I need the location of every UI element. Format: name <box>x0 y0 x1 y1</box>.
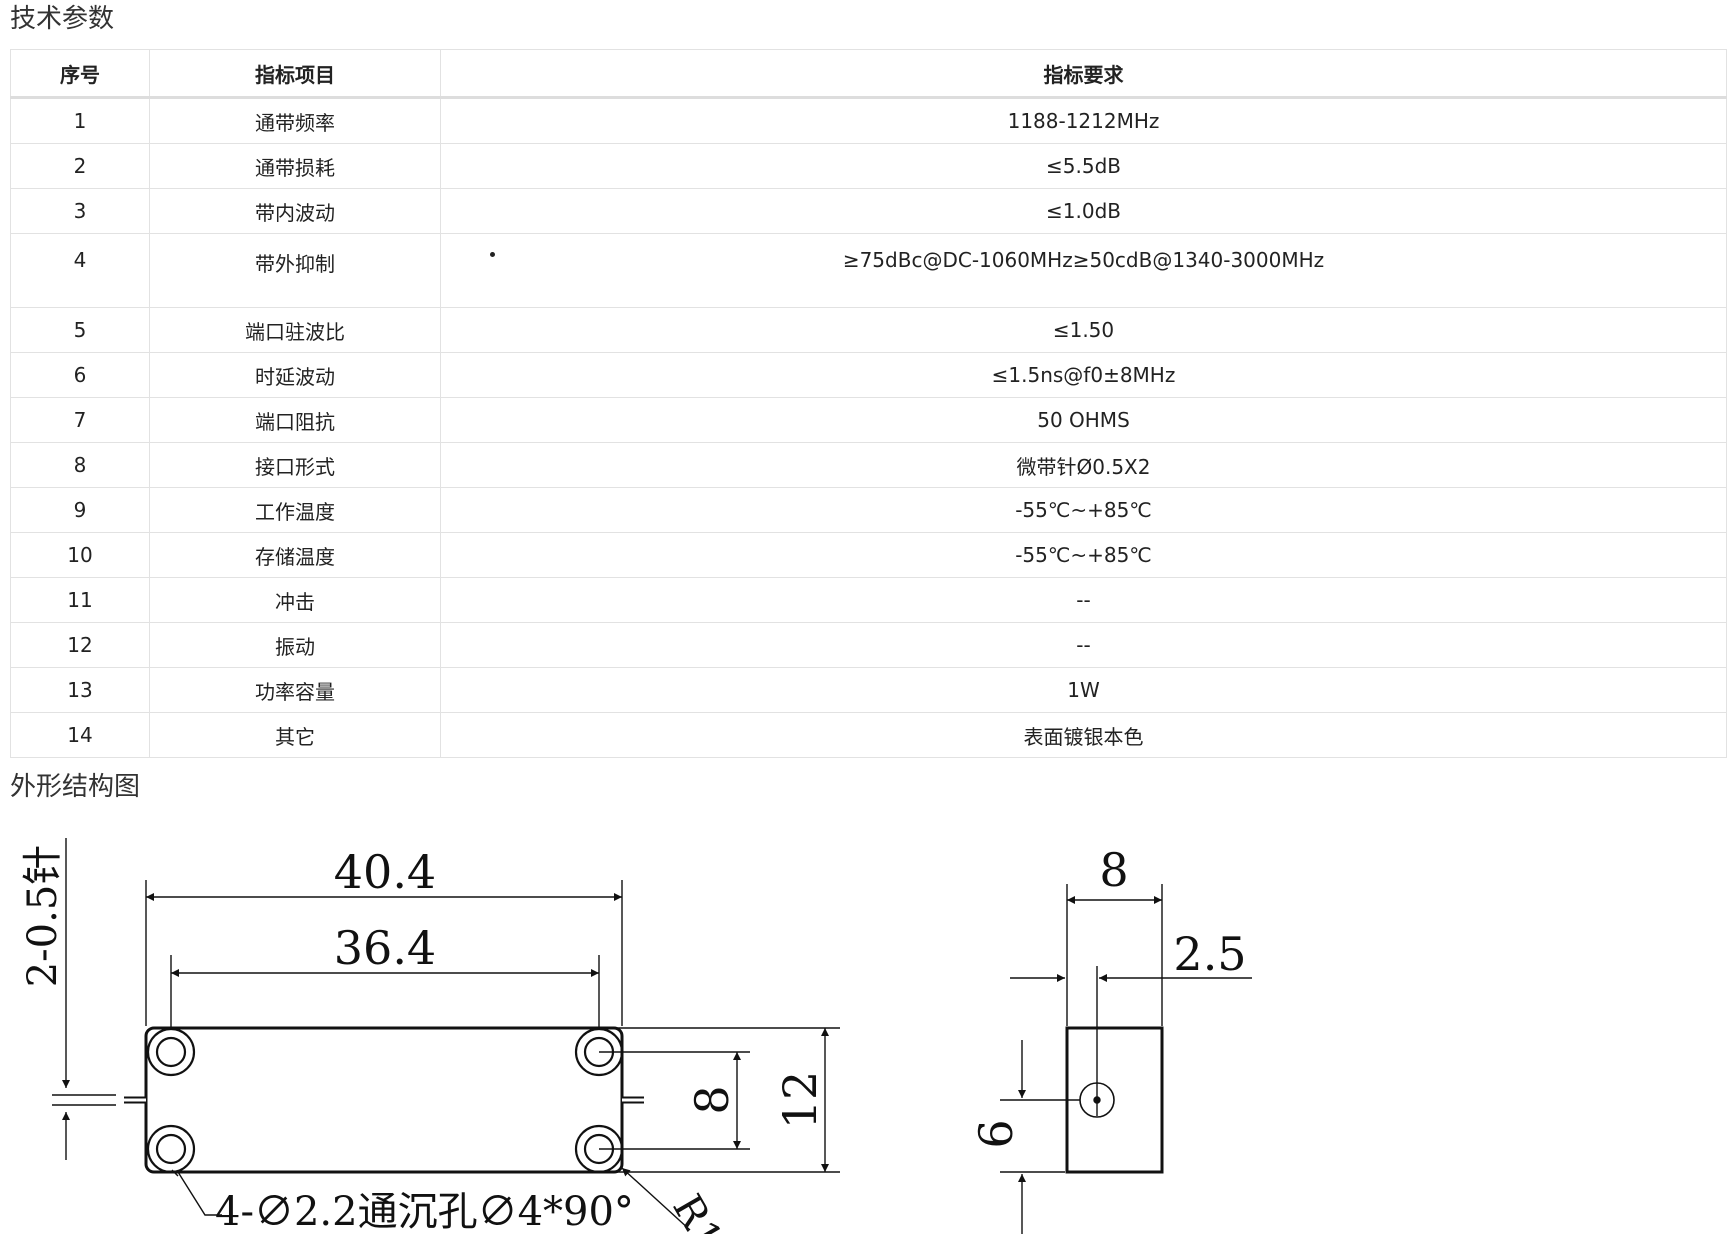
cell-item: 通带频率 <box>149 97 441 144</box>
cell-requirement: 1W <box>440 667 1727 713</box>
cell-item: 其它 <box>149 712 441 758</box>
table-row: 2 通带损耗 ≤5.5dB <box>10 143 1727 189</box>
cell-no: 12 <box>10 622 150 668</box>
cell-no: 1 <box>10 97 150 144</box>
cell-requirement: ≤1.5ns@f0±8MHz <box>440 352 1727 398</box>
spec-table: 序号 指标项目 指标要求 1 通带频率 1188-1212MHz 2 通带损耗 … <box>10 49 1727 758</box>
cell-requirement: 50 OHMS <box>440 397 1727 443</box>
cell-item: 功率容量 <box>149 667 441 713</box>
dim-hole-spacing: 36.4 <box>334 921 436 975</box>
dim-hole-note: 4-∅2.2通沉孔∅4*90° <box>215 1189 634 1234</box>
cell-no: 6 <box>10 352 150 398</box>
list-bullet <box>490 252 495 257</box>
cell-no: 3 <box>10 188 150 234</box>
table-row: 11 冲击 -- <box>10 577 1727 623</box>
cell-no: 13 <box>10 667 150 713</box>
dim-overall-length: 40.4 <box>334 845 436 899</box>
dim-radius: R1 <box>663 1187 731 1234</box>
cell-requirement: -- <box>440 622 1727 668</box>
cell-requirement: -55℃~+85℃ <box>440 487 1727 533</box>
cell-requirement: -- <box>440 577 1727 623</box>
cell-item: 工作温度 <box>149 487 441 533</box>
cell-item: 端口驻波比 <box>149 307 441 353</box>
header-item: 指标项目 <box>149 49 441 99</box>
table-row: 13 功率容量 1W <box>10 667 1727 713</box>
cell-requirement: 微带针Ø0.5X2 <box>440 442 1727 488</box>
drawing-section-title: 外形结构图 <box>10 772 141 802</box>
dim-hole-pitch: 8 <box>685 1085 739 1114</box>
cell-item: 端口阻抗 <box>149 397 441 443</box>
header-requirement: 指标要求 <box>440 49 1727 99</box>
dim-pin-label: 2-0.5针 <box>20 845 66 988</box>
cell-no: 11 <box>10 577 150 623</box>
cell-requirement: 表面镀银本色 <box>440 712 1727 758</box>
dim-width: 12 <box>773 1071 827 1130</box>
table-row: 12 振动 -- <box>10 622 1727 668</box>
table-row: 8 接口形式 微带针Ø0.5X2 <box>10 442 1727 488</box>
cell-no: 14 <box>10 712 150 758</box>
cell-requirement: ≤5.5dB <box>440 143 1727 189</box>
cell-requirement: -55℃~+85℃ <box>440 532 1727 578</box>
spec-section-title: 技术参数 <box>10 4 115 34</box>
cell-item: 冲击 <box>149 577 441 623</box>
cell-item: 带外抑制 <box>149 233 441 308</box>
cell-requirement: ≤1.50 <box>440 307 1727 353</box>
cell-item: 存储温度 <box>149 532 441 578</box>
dim-side-width: 8 <box>1099 843 1128 897</box>
table-row: 7 端口阻抗 50 OHMS <box>10 397 1727 443</box>
cell-no: 2 <box>10 143 150 189</box>
table-row: 1 通带频率 1188-1212MHz <box>10 97 1727 144</box>
table-row: 10 存储温度 -55℃~+85℃ <box>10 532 1727 578</box>
header-no: 序号 <box>10 49 150 99</box>
cell-requirement: ≤1.0dB <box>440 188 1727 234</box>
cell-requirement: ≥75dBc@DC-1060MHz≥50cdB@1340-3000MHz <box>440 233 1727 308</box>
cell-no: 9 <box>10 487 150 533</box>
table-row: 9 工作温度 -55℃~+85℃ <box>10 487 1727 533</box>
cell-item: 时延波动 <box>149 352 441 398</box>
dim-pin-height: 6 <box>969 1119 1023 1148</box>
table-row: 6 时延波动 ≤1.5ns@f0±8MHz <box>10 352 1727 398</box>
cell-requirement: 1188-1212MHz <box>440 97 1727 144</box>
cell-item: 接口形式 <box>149 442 441 488</box>
cell-item: 带内波动 <box>149 188 441 234</box>
table-row: 4 带外抑制 ≥75dBc@DC-1060MHz≥50cdB@1340-3000… <box>10 233 1727 308</box>
table-header-row: 序号 指标项目 指标要求 <box>10 49 1727 99</box>
cell-no: 5 <box>10 307 150 353</box>
cell-item: 通带损耗 <box>149 143 441 189</box>
table-row: 5 端口驻波比 ≤1.50 <box>10 307 1727 353</box>
outline-drawing: 40.4 36.4 2-0.5针 8 12 4-∅2.2通沉孔∅4*90° R1… <box>20 838 1252 1234</box>
cell-no: 8 <box>10 442 150 488</box>
cell-no: 7 <box>10 397 150 443</box>
mounting-holes <box>146 1027 624 1174</box>
table-row: 14 其它 表面镀银本色 <box>10 712 1727 758</box>
dim-pin-offset: 2.5 <box>1173 927 1246 981</box>
housing-outline <box>144 1026 624 1174</box>
table-row: 3 带内波动 ≤1.0dB <box>10 188 1727 234</box>
cell-item: 振动 <box>149 622 441 668</box>
cell-no: 4 <box>10 233 150 308</box>
cell-no: 10 <box>10 532 150 578</box>
